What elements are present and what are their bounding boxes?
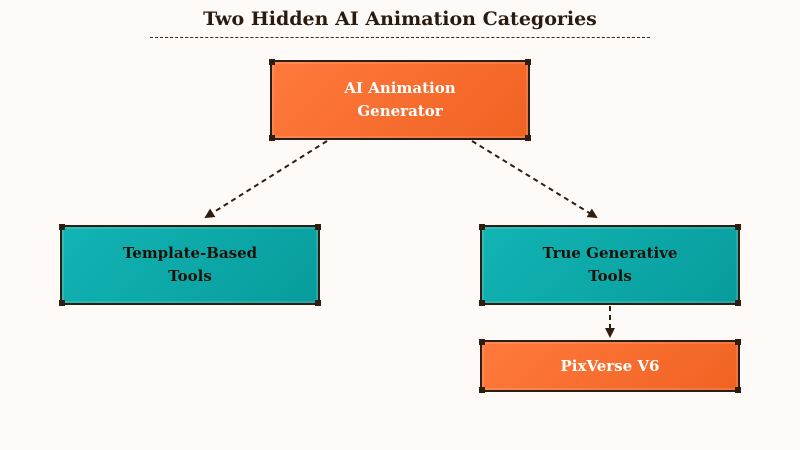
node-pixverse-v6: PixVerse V6 bbox=[479, 339, 741, 393]
diagram-title: Two Hidden AI Animation Categories bbox=[203, 8, 597, 30]
edge-root-to-template bbox=[204, 140, 328, 219]
node-template-based-tools: Template-Based Tools bbox=[59, 224, 321, 306]
node-label: AI Animation Generator bbox=[344, 79, 456, 120]
node-label: Template-Based Tools bbox=[122, 244, 258, 285]
node-label: PixVerse V6 bbox=[560, 356, 660, 375]
title-underline bbox=[150, 37, 650, 38]
edge-root-to-generative bbox=[471, 140, 598, 219]
node-ai-animation-generator: AI Animation Generator bbox=[269, 59, 531, 141]
node-true-generative-tools: True Generative Tools bbox=[479, 224, 741, 306]
node-label: True Generative Tools bbox=[542, 244, 678, 285]
